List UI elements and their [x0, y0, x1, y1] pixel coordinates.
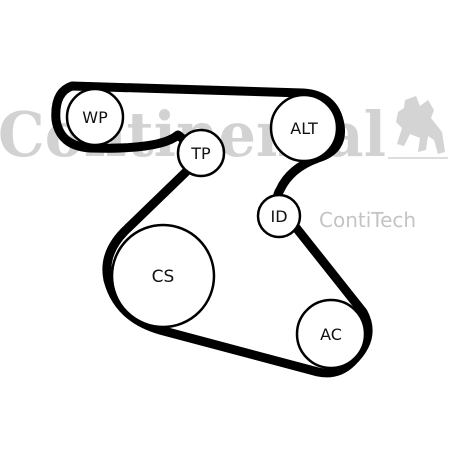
contitech-text: ContiTech	[319, 208, 416, 232]
pulley-alt-label: ALT	[290, 119, 318, 138]
rearing-horse-icon	[396, 96, 445, 154]
pulley-alt-wheel	[269, 93, 339, 163]
pulley-ac-label: AC	[320, 325, 342, 344]
pulley-alt: ALT	[269, 93, 339, 163]
pulley-id: ID	[256, 193, 302, 239]
watermark-divider	[388, 157, 448, 159]
pulley-tp-label: TP	[190, 144, 211, 163]
pulley-cs: CS	[110, 223, 216, 329]
pulley-id-wheel	[256, 193, 302, 239]
pulley-wp-wheel	[65, 87, 125, 147]
pulley-wp: WP	[65, 87, 125, 147]
pulley-cs-wheel	[110, 223, 216, 329]
pulley-wp-label: WP	[82, 108, 108, 127]
pulley-id-label: ID	[270, 207, 287, 226]
pulley-ac: AC	[295, 298, 367, 370]
pulley-tp-wheel	[176, 128, 226, 178]
pulley-cs-label: CS	[152, 267, 175, 287]
pulley-ac-wheel	[295, 298, 367, 370]
pulley-tp: TP	[176, 128, 226, 178]
